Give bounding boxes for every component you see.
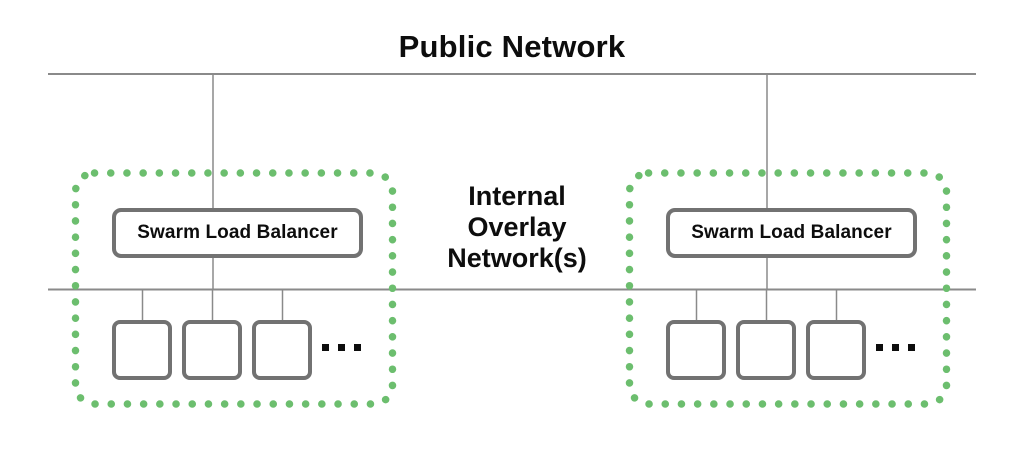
- task-node: [666, 320, 726, 380]
- ellipsis-dot: [322, 344, 329, 351]
- task-node: [182, 320, 242, 380]
- task-node: [736, 320, 796, 380]
- ellipsis-icon: [876, 344, 915, 351]
- ellipsis-icon: [322, 344, 361, 351]
- ellipsis-dot: [338, 344, 345, 351]
- internal-overlay-label-line: Network(s): [447, 243, 587, 273]
- internal-overlay-label-line: Internal: [468, 181, 566, 211]
- ellipsis-dot: [876, 344, 883, 351]
- overlay-network-boundary-left: [71, 169, 397, 408]
- task-node: [806, 320, 866, 380]
- internal-overlay-label: Internal Overlay Network(s): [397, 181, 637, 274]
- public-network-label: Public Network: [398, 29, 626, 64]
- task-node: [252, 320, 312, 380]
- ellipsis-dot: [892, 344, 899, 351]
- overlay-network-boundary-right: [625, 169, 951, 408]
- ellipsis-dot: [354, 344, 361, 351]
- ellipsis-dot: [908, 344, 915, 351]
- swarm-load-balancer-right: Swarm Load Balancer: [666, 208, 917, 258]
- internal-overlay-label-line: Overlay: [467, 212, 567, 242]
- swarm-load-balancer-left: Swarm Load Balancer: [112, 208, 363, 258]
- task-node: [112, 320, 172, 380]
